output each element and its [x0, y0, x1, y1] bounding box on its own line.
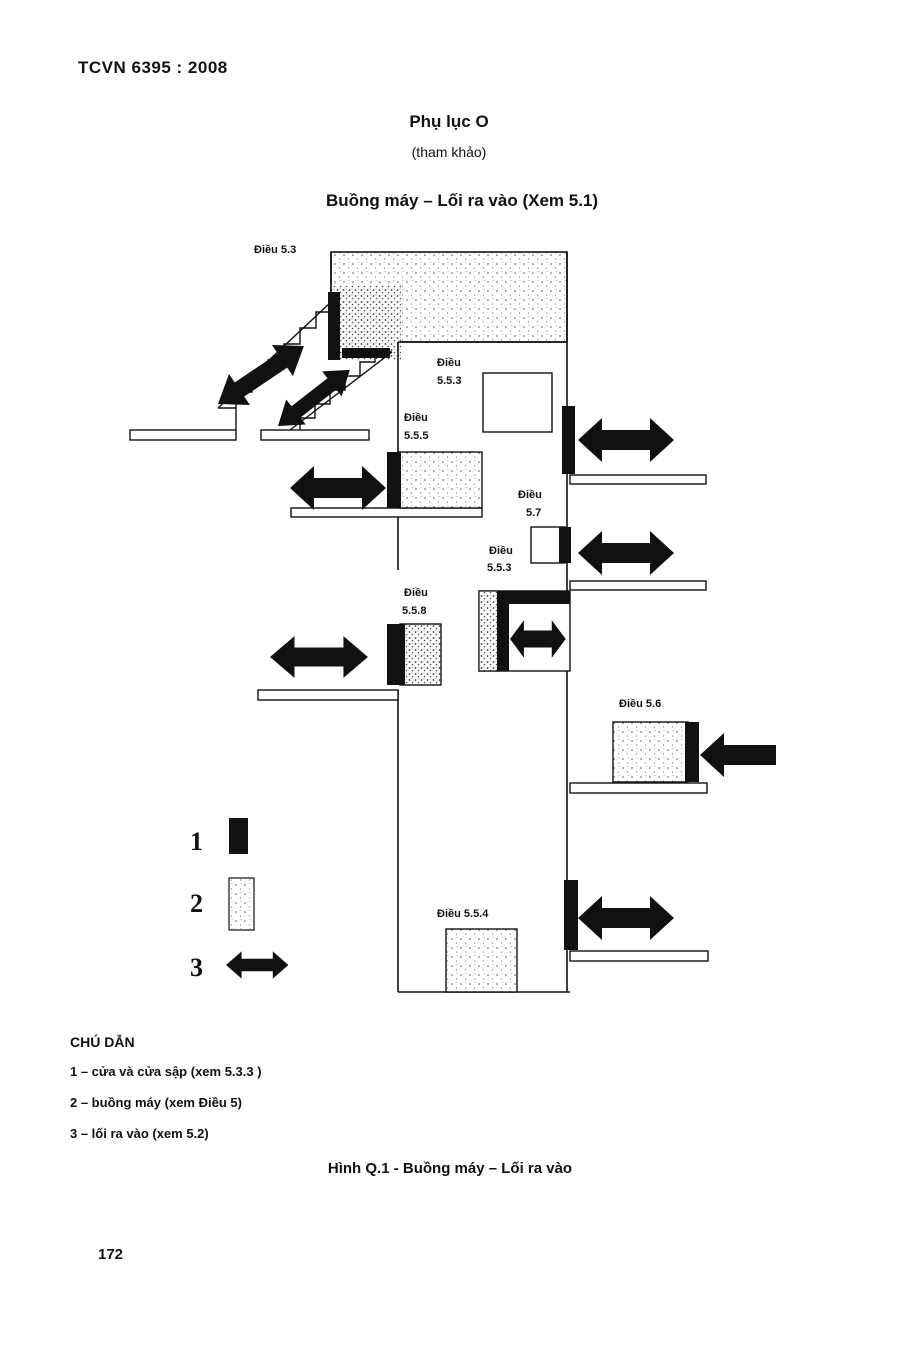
legend-arrow-symbol [226, 951, 289, 979]
label-dieu-e: Điều [404, 587, 428, 599]
label-57: 5.7 [526, 507, 541, 519]
legend-num-2: 2 [190, 889, 203, 918]
label-dieu-d: Điều [489, 545, 513, 557]
label-553-b: 5.5.3 [487, 562, 511, 574]
room-554 [445, 928, 518, 993]
top-machine-room [330, 251, 568, 360]
legend-num-3: 3 [190, 953, 203, 982]
label-dieu-53: Điều 5.3 [254, 244, 296, 256]
door-558 [387, 624, 405, 685]
room-558 [399, 623, 442, 686]
legend-num-1: 1 [190, 827, 203, 856]
legend-room-symbol [228, 877, 255, 931]
figure-title: Buồng máy – Lối ra vào (Xem 5.1) [325, 191, 599, 210]
door-right-2 [564, 880, 578, 950]
label-553-a: 5.5.3 [437, 375, 461, 387]
legend-item-1: 1 – cửa và cửa sập (xem 5.3.3 ) [70, 1064, 262, 1079]
label-dieu-b: Điều [404, 412, 428, 424]
label-dieu-56: Điều 5.6 [619, 698, 661, 710]
top-door [328, 292, 340, 360]
label-dieu-a: Điều [437, 357, 461, 369]
room-553-upper [482, 372, 553, 433]
legend-door-symbol [229, 818, 248, 854]
label-555: 5.5.5 [404, 430, 428, 442]
figure-caption: Hình Q.1 - Buồng máy – Lối ra vào [327, 1160, 573, 1177]
access-arrows [270, 418, 776, 940]
annex-subtitle: (tham khảo) [411, 144, 487, 160]
door-555 [387, 452, 401, 508]
legend-item-2: 2 – buồng máy (xem Điều 5) [70, 1095, 242, 1110]
hatch-door [342, 348, 390, 358]
annex-title: Phụ lục O [409, 112, 489, 131]
label-dieu-554: Điều 5.5.4 [437, 908, 489, 920]
door-57 [559, 527, 571, 563]
label-dieu-c: Điều [518, 489, 542, 501]
door-right-1 [562, 406, 575, 474]
room-56 [612, 721, 689, 783]
page-number: 172 [98, 1246, 124, 1263]
door-56 [685, 722, 699, 782]
legend-heading: CHÚ DẪN [70, 1034, 135, 1050]
standard-header: TCVN 6395 : 2008 [78, 58, 228, 77]
door-553-top [497, 591, 570, 604]
label-558: 5.5.8 [402, 605, 426, 617]
room-555 [397, 451, 483, 509]
door-553-side [497, 591, 509, 671]
floor-slabs [129, 429, 709, 962]
legend-item-3: 3 – lối ra vào (xem 5.2) [70, 1126, 209, 1141]
